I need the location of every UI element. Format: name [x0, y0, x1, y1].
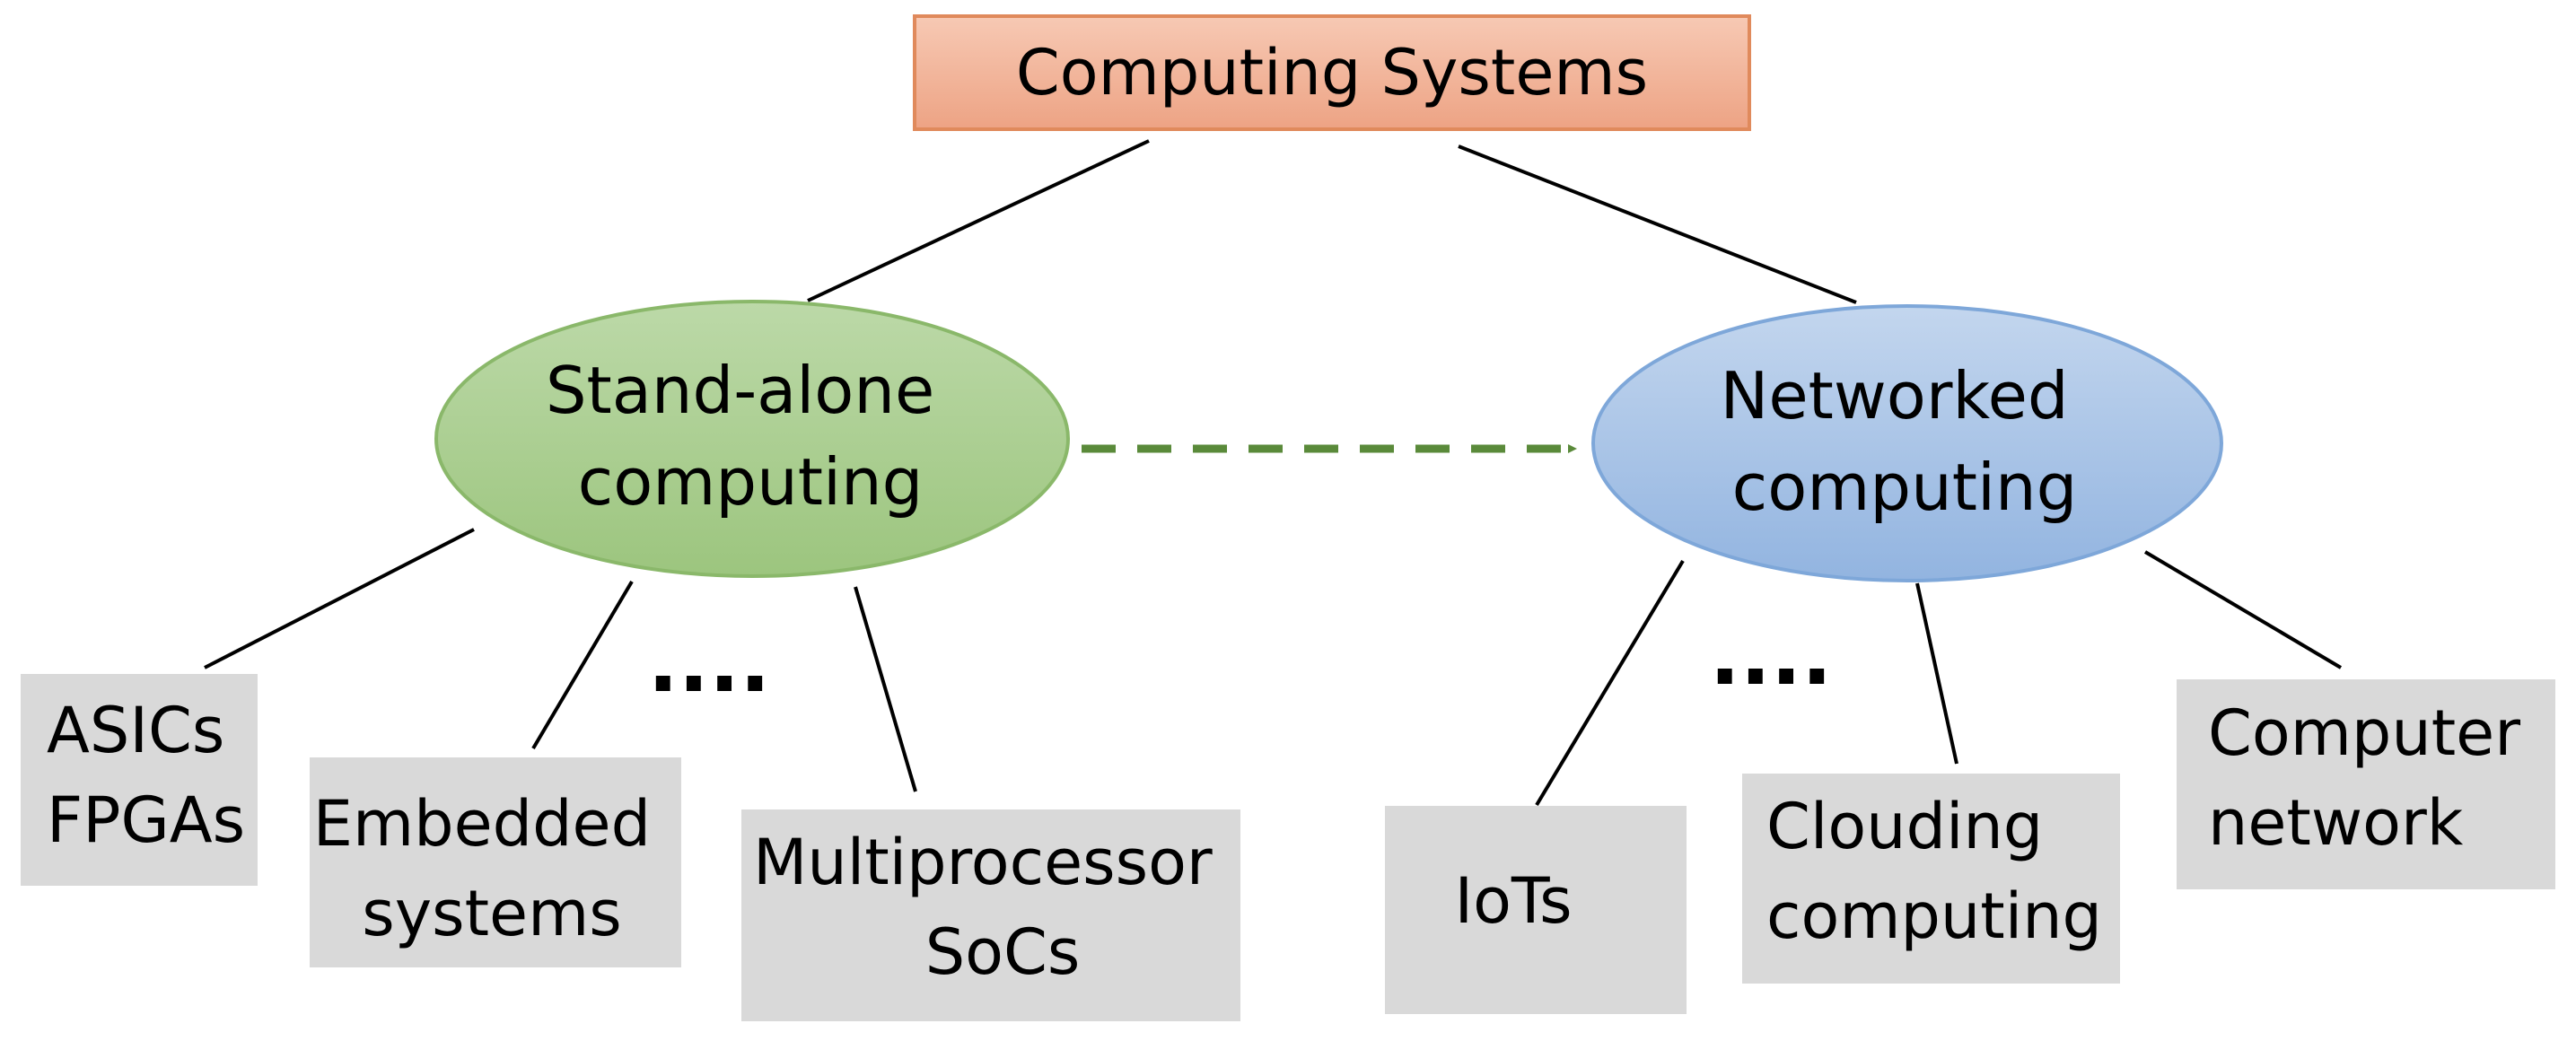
connector-networked-to-clouding [1915, 582, 1958, 765]
leaf-computer-network: Computer network [2177, 679, 2555, 889]
leaf-embedded-label: Embedded systems [313, 787, 671, 950]
connector-networked-to-iots [1535, 559, 1685, 807]
leaf-multiprocessor-box [741, 809, 1240, 1021]
leaf-asics-box [21, 674, 258, 886]
standalone-ellipse [434, 300, 1070, 578]
leaf-clouding-computing: Clouding computing [1742, 774, 2120, 984]
leaf-asics-line-2: FPGAs [47, 783, 245, 857]
leaf-multiprocessor-line-2: SoCs [925, 915, 1081, 989]
leaf-asics-fpgas: ASICs FPGAs [21, 674, 258, 886]
networked-label-line-2: computing [1732, 450, 2078, 525]
leaf-computer-network-box [2177, 679, 2555, 889]
connector-standalone-to-asics [204, 528, 475, 669]
connector-standalone-to-embedded [531, 580, 634, 750]
networked-label-line-1: Networked [1721, 358, 2069, 433]
leaf-computer-network-line-1: Computer [2208, 696, 2520, 770]
standalone-node: Stand-alone computing [434, 300, 1070, 578]
leaf-computer-network-line-2: network [2208, 786, 2464, 860]
root-node: Computing Systems [913, 14, 1751, 131]
leaf-embedded-line-2: systems [362, 877, 622, 950]
leaf-asics-line-1: ASICs [47, 694, 224, 767]
leaf-embedded-box [310, 757, 681, 967]
connector-root-to-networked [1458, 144, 1857, 304]
leaf-clouding-label: Clouding computing [1766, 790, 2102, 953]
networked-node: Networked computing [1591, 304, 2223, 582]
leaf-clouding-box [1742, 774, 2120, 984]
networked-ellipse [1591, 304, 2223, 582]
leaf-asics-label: ASICs FPGAs [47, 694, 245, 857]
networked-ellipsis: .... [1710, 609, 1833, 704]
leaf-multiprocessor-line-1: Multiprocessor [753, 826, 1213, 899]
leaf-embedded-line-1: Embedded [313, 787, 651, 861]
root-box [913, 14, 1751, 131]
leaf-embedded-systems: Embedded systems [310, 757, 681, 967]
leaf-clouding-line-2: computing [1766, 879, 2102, 953]
leaf-multiprocessor-socs: Multiprocessor SoCs [741, 809, 1240, 1021]
standalone-ellipsis: .... [648, 617, 771, 711]
leaf-iots-label: IoTs [1454, 864, 1572, 938]
leaf-multiprocessor-label: Multiprocessor SoCs [753, 826, 1232, 989]
leaf-computer-network-label: Computer network [2208, 696, 2540, 860]
root-label: Computing Systems [1016, 36, 1648, 109]
connector-lines [204, 139, 2343, 807]
standalone-children: ASICs FPGAs Embedded systems .... Multip… [21, 617, 1240, 1021]
leaf-iots: IoTs [1385, 806, 1687, 1014]
standalone-label-line-1: Stand-alone [546, 353, 934, 428]
leaf-clouding-line-1: Clouding [1766, 790, 2043, 863]
standalone-label: Stand-alone computing [546, 353, 955, 520]
networked-children: IoTs .... Clouding computing Computer ne… [1385, 609, 2555, 1014]
connector-standalone-to-multiprocessor [854, 586, 917, 792]
connector-networked-to-computer-network [2143, 550, 2343, 669]
networked-label: Networked computing [1721, 358, 2090, 525]
standalone-label-line-2: computing [578, 444, 924, 520]
leaf-iots-box [1385, 806, 1687, 1014]
connector-root-to-standalone [807, 139, 1150, 302]
